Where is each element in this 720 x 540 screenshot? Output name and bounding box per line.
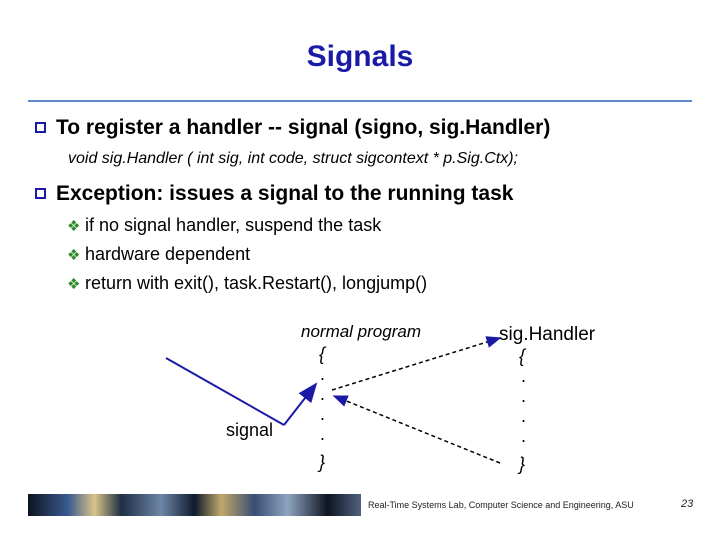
handler-dot: . bbox=[521, 366, 527, 386]
handler-open-brace: { bbox=[519, 346, 526, 366]
list-item-text: if no signal handler, suspend the task bbox=[85, 215, 382, 235]
list-item-text: hardware dependent bbox=[85, 244, 251, 264]
handler-dot: . bbox=[521, 426, 527, 446]
bullet-text: Exception: issues a signal to the runnin… bbox=[56, 182, 514, 205]
program-open-brace: { bbox=[319, 344, 326, 364]
slide-title: Signals bbox=[306, 40, 414, 73]
sig-handler-label: sig.Handler bbox=[499, 324, 596, 345]
program-close-brace: } bbox=[319, 452, 326, 472]
handler-close-brace: } bbox=[519, 454, 526, 474]
handler-dot: . bbox=[521, 406, 527, 426]
square-bullet-icon bbox=[35, 122, 46, 133]
square-bullet-icon bbox=[35, 188, 46, 199]
list-item-text: return with exit(), task.Restart(), long… bbox=[85, 273, 428, 293]
return-from-handler-arrow bbox=[332, 395, 501, 464]
program-dot: . bbox=[320, 384, 326, 404]
handler-signature: void sig.Handler ( int sig, int code, st… bbox=[68, 150, 518, 167]
title-divider bbox=[28, 100, 692, 102]
list-item: ❖return with exit(), task.Restart(), lon… bbox=[67, 273, 427, 294]
bullet-exception: Exception: issues a signal to the runnin… bbox=[35, 182, 513, 206]
footer-banner-image bbox=[28, 494, 361, 516]
list-item: ❖hardware dependent bbox=[67, 244, 250, 265]
footer-text: Real-Time Systems Lab, Computer Science … bbox=[368, 500, 634, 510]
check-bullet-icon: ❖ bbox=[67, 218, 81, 235]
normal-program-label: normal program bbox=[301, 322, 421, 341]
bullet-text: To register a handler -- signal (signo, … bbox=[56, 116, 551, 139]
program-dot: . bbox=[320, 424, 326, 444]
jump-to-handler-arrow bbox=[331, 336, 502, 391]
list-item: ❖if no signal handler, suspend the task bbox=[67, 215, 381, 236]
handler-dot: . bbox=[521, 386, 527, 406]
signal-interrupt-arrow bbox=[283, 382, 318, 426]
program-dot: . bbox=[320, 364, 326, 384]
signal-label: signal bbox=[226, 420, 274, 440]
program-dot: . bbox=[320, 404, 326, 424]
check-bullet-icon: ❖ bbox=[67, 276, 81, 293]
check-bullet-icon: ❖ bbox=[67, 247, 81, 264]
signal-incoming-line bbox=[165, 357, 285, 426]
page-number: 23 bbox=[681, 498, 694, 510]
bullet-register-handler: To register a handler -- signal (signo, … bbox=[35, 116, 550, 140]
